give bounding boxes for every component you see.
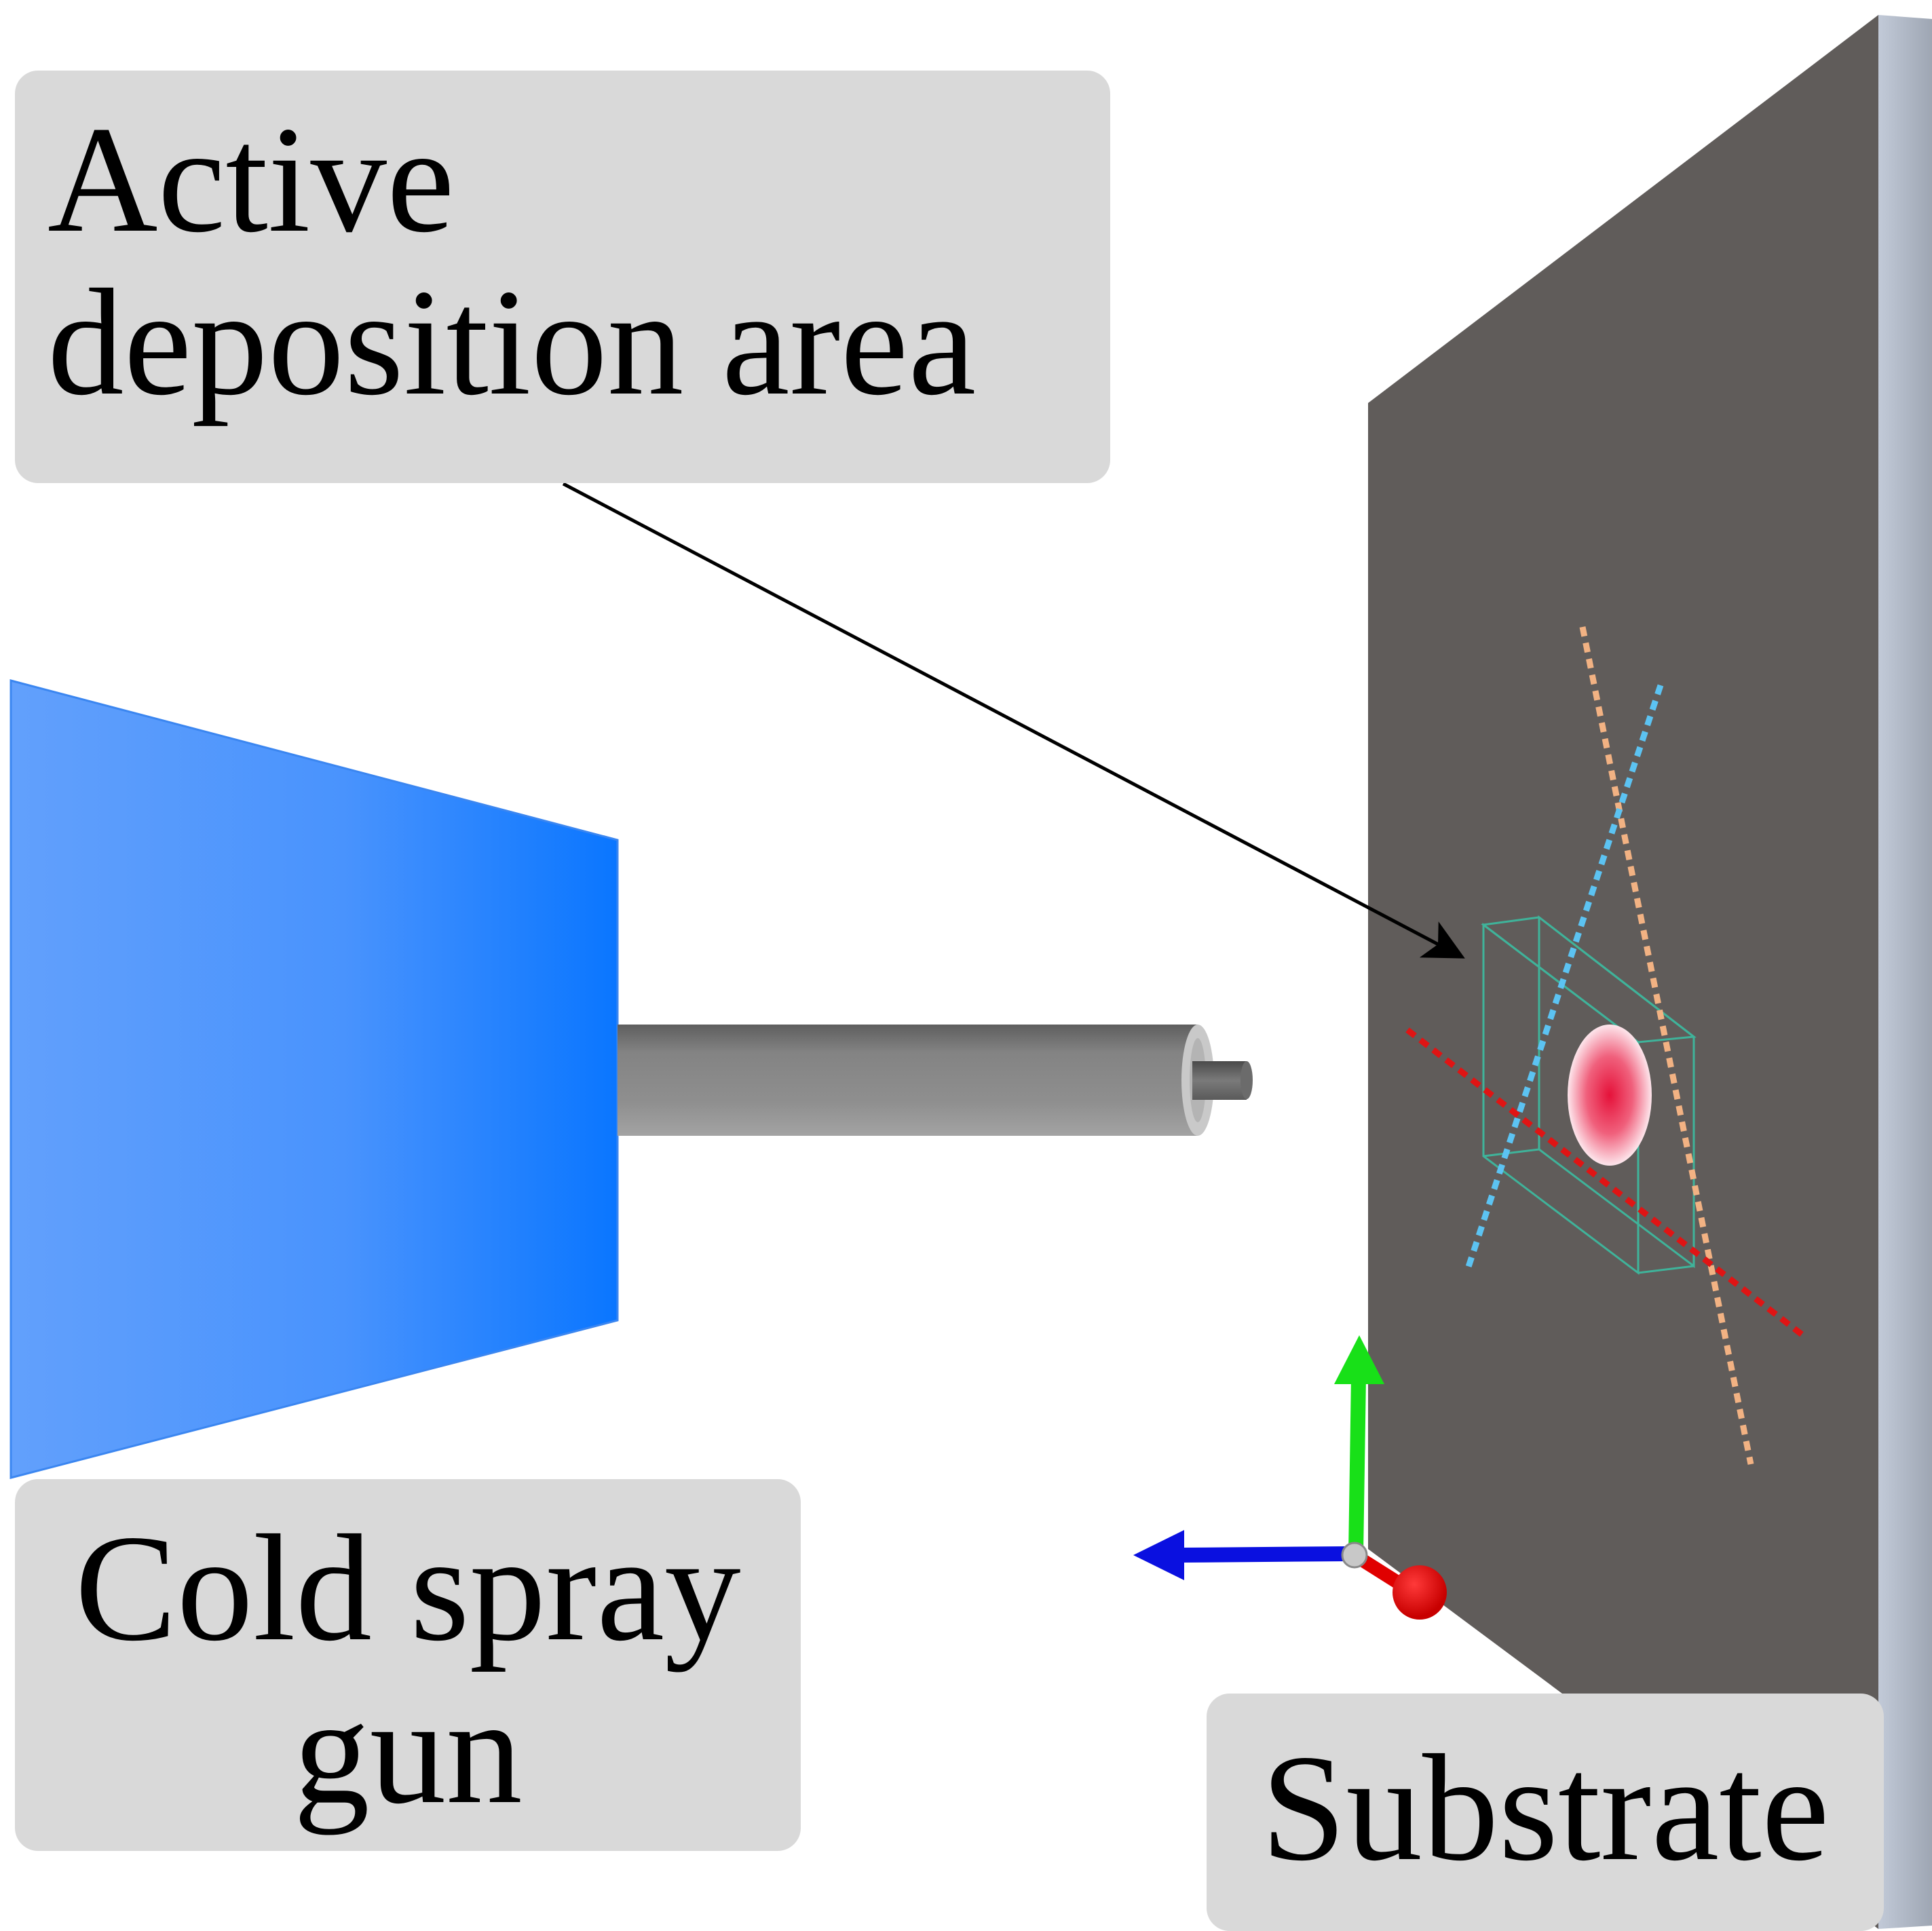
- label-cold-spray-gun: Cold spray gun: [75, 1503, 741, 1835]
- dotted-line-blue: [1464, 684, 1664, 1270]
- label-active-deposition-area: Active deposition area: [48, 94, 977, 427]
- dotted-line-red: [1405, 1027, 1808, 1341]
- label-box-active-deposition-area: Active deposition area: [15, 71, 1110, 483]
- coordinate-axes: [1133, 1335, 1447, 1620]
- label-substrate: Substrate: [1261, 1723, 1830, 1892]
- spray-nozzle: [618, 1025, 1253, 1136]
- substrate-edge: [1878, 15, 1932, 1929]
- axis-x-ball: [1393, 1565, 1447, 1620]
- substrate-face: [1368, 15, 1878, 1929]
- dotted-line-orange: [1579, 626, 1754, 1465]
- axis-y-arrowhead: [1334, 1335, 1384, 1384]
- deposition-spot: [1568, 1025, 1652, 1166]
- axis-z-arrowhead: [1133, 1530, 1184, 1580]
- substrate-plate: [1368, 15, 1932, 1929]
- spray-gun-body: [10, 679, 619, 1479]
- deposition-area-box: [1481, 915, 1697, 1276]
- label-box-cold-spray-gun: Cold spray gun: [15, 1479, 801, 1851]
- axis-z: [1180, 1546, 1351, 1563]
- leader-arrow: [562, 482, 1465, 959]
- axis-origin: [1341, 1542, 1368, 1569]
- axis-y: [1348, 1377, 1366, 1554]
- label-box-substrate: Substrate: [1207, 1694, 1884, 1931]
